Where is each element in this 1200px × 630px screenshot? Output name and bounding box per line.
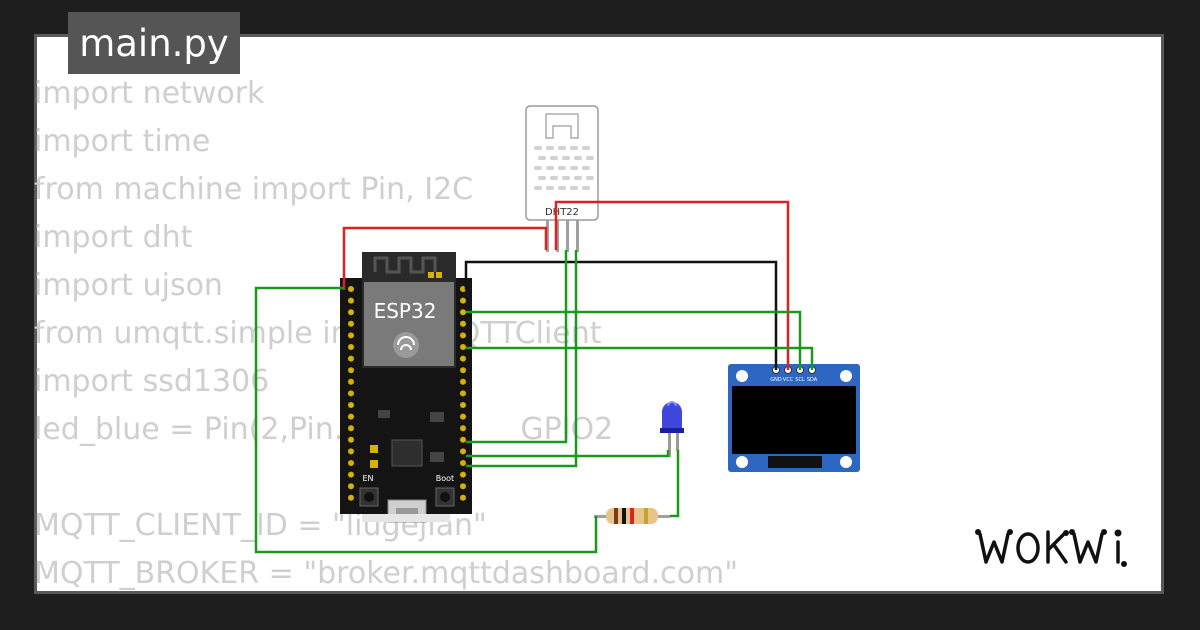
- wire-vcc-oled: [554, 200, 790, 370]
- wire-oled-scl: [466, 310, 802, 370]
- file-tab-main-py[interactable]: main.py: [68, 12, 240, 74]
- en-button-label: EN: [362, 474, 373, 483]
- code-line: import network: [34, 76, 265, 111]
- oled-pin-scl: SCL: [795, 377, 805, 383]
- wire-gnd: [464, 260, 778, 370]
- oled-pin-gnd: GND: [770, 377, 782, 383]
- oled-pin-vcc: VCC: [783, 377, 794, 383]
- wire-led-anode: [466, 450, 670, 458]
- code-line: import time: [34, 124, 211, 159]
- oled-display[interactable]: GND VCC SCL SDA: [728, 364, 860, 472]
- dht22-sensor[interactable]: DHT22: [525, 105, 599, 252]
- boot-button-label: Boot: [436, 474, 454, 483]
- code-line: import ssd1306: [34, 364, 270, 399]
- wire-dht-pin: [466, 250, 578, 468]
- wire-oled-sda: [466, 346, 814, 370]
- wire-dht-data: [466, 250, 568, 444]
- esp32-board[interactable]: ESP32 EN Boot: [340, 252, 472, 523]
- esp32-pins-left: [348, 286, 354, 501]
- simulation-canvas[interactable]: [34, 34, 1164, 594]
- wire-led-cathode: [670, 450, 680, 518]
- wire-vcc: [342, 226, 548, 290]
- code-line: MQTT_BROKER = "broker.mqttdashboard.com": [34, 556, 738, 591]
- dht22-label: DHT22: [545, 207, 579, 218]
- wires: [254, 200, 814, 554]
- blue-led[interactable]: [660, 401, 684, 457]
- code-line: import dht: [34, 220, 193, 255]
- wire-resistor-gnd: [254, 286, 598, 554]
- wokwi-logo-icon: [975, 529, 1127, 567]
- esp32-label: ESP32: [374, 299, 437, 323]
- oled-pin-sda: SDA: [807, 377, 818, 383]
- code-line: import ujson: [34, 268, 223, 303]
- code-line: from machine import Pin, I2C: [34, 172, 474, 207]
- esp32-pins-right: [460, 286, 466, 501]
- file-tab-label: main.py: [79, 21, 229, 65]
- resistor[interactable]: [594, 508, 670, 524]
